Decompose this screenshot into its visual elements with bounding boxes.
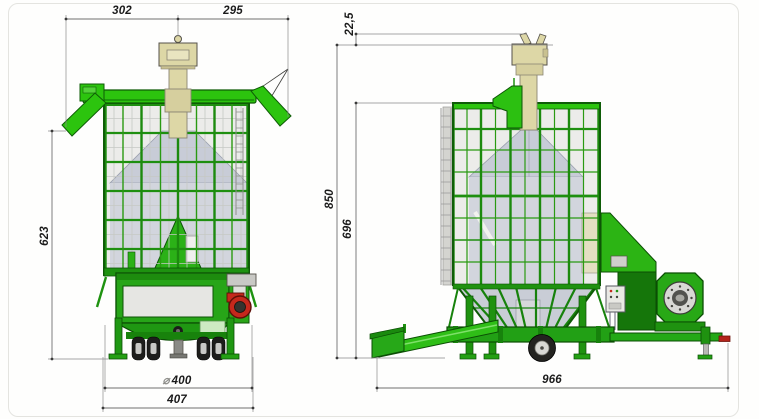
front-panel-seams (104, 103, 249, 275)
side-fan-housing (654, 272, 706, 332)
front-lower-box (95, 267, 258, 324)
side-drawbar (609, 332, 731, 342)
front-diameter-dimension: ⌀400 (163, 373, 192, 387)
side-body (452, 102, 601, 286)
front-overall-width-dimension: 407 (167, 394, 187, 406)
side-wheel (528, 334, 556, 362)
side-top-chute (492, 78, 523, 129)
diameter-symbol: ⌀ (162, 375, 170, 387)
side-dim-lines (335, 32, 730, 392)
front-height-dimension: 623 (39, 226, 51, 246)
front-indicator-strip (127, 251, 136, 271)
front-exhaust-duct (226, 273, 257, 287)
side-ladder (440, 106, 454, 286)
front-elevator-head (158, 35, 198, 139)
side-discharge-auger (369, 319, 499, 359)
front-grid-posts-minor (122, 103, 233, 275)
front-legs (108, 317, 240, 360)
side-view-drawing (369, 32, 731, 362)
side-jack (697, 326, 713, 360)
front-view-drawing (61, 35, 292, 361)
front-dim-ticks (50, 17, 290, 410)
front-left-chute (61, 83, 107, 137)
side-elevator-head (511, 32, 549, 131)
side-overall-height-dimension: 850 (324, 189, 336, 209)
front-grid-posts-major (104, 103, 249, 275)
side-grid-rails-minor (453, 149, 600, 263)
front-top-left-dimension: 302 (112, 5, 132, 17)
fan-bolt-ring (667, 285, 693, 311)
front-top-right-dimension: 295 (223, 5, 243, 17)
front-dim-lines (48, 15, 290, 412)
side-body-height-dimension: 696 (342, 219, 354, 239)
side-top-offset-dimension: 22,5 (344, 12, 356, 36)
side-grid-posts-minor (466, 103, 585, 285)
front-right-chute (250, 68, 292, 127)
side-burner-panel (581, 212, 599, 274)
front-ladder (235, 108, 244, 215)
front-body (103, 102, 250, 276)
side-overall-length-dimension: 966 (542, 374, 562, 386)
front-fan-red (226, 292, 252, 319)
side-dim-ticks (335, 32, 730, 390)
diameter-value: 400 (171, 375, 192, 387)
